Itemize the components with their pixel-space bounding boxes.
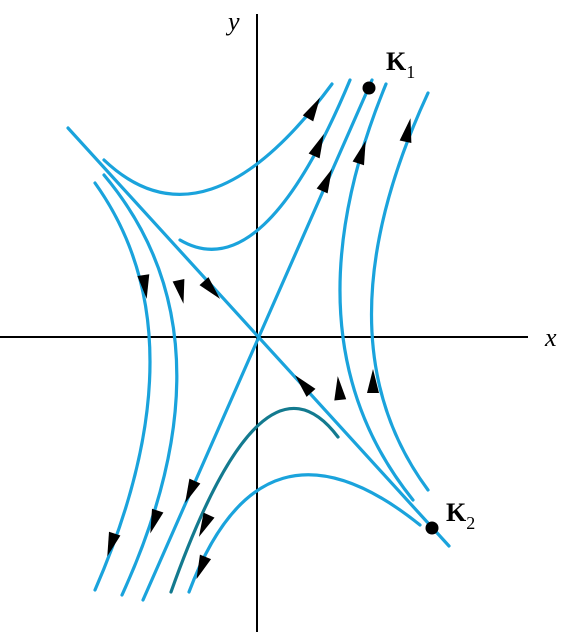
arrow-k1-line-upper <box>308 134 324 159</box>
point-k2 <box>425 521 439 535</box>
trajectory-lower-light <box>187 473 422 594</box>
arrow-left-inner-top <box>172 279 185 304</box>
arrow-left-outer-top <box>137 274 150 299</box>
k2-label: K2 <box>446 498 475 533</box>
trajectory-left-inner <box>102 173 179 597</box>
trajectory-lower-highlight <box>169 406 340 594</box>
arrow-left-inner-bottom <box>150 508 164 534</box>
arrow-right-outer-top <box>399 118 412 143</box>
x-axis-label: x <box>544 323 557 352</box>
trajectory-upper-inner <box>178 78 352 251</box>
arrow-k2-line-lower <box>294 375 316 397</box>
arrow-k1-line-lower <box>185 478 201 503</box>
arrow-upper-curve <box>302 97 320 122</box>
point-k1 <box>362 81 376 95</box>
trajectory-line-k2 <box>66 126 451 548</box>
arrow-k1-line-mid <box>316 169 332 194</box>
arrow-left-outer-bottom <box>107 531 121 557</box>
y-axis-label: y <box>225 7 240 36</box>
trajectory-line-k1 <box>141 78 374 602</box>
arrow-k2-line-upper <box>199 277 221 299</box>
arrow-right-outer-bottom <box>367 369 379 393</box>
k1-label: K1 <box>386 47 415 82</box>
arrow-right-inner-bottom <box>334 376 347 401</box>
arrow-lower-light <box>196 554 212 580</box>
trajectory-right-outer <box>370 91 430 492</box>
arrow-lower-highlight <box>198 512 215 537</box>
trajectory-upper-outer <box>102 82 334 196</box>
trajectory-left-outer <box>93 181 152 592</box>
arrow-right-inner-top <box>352 140 366 166</box>
